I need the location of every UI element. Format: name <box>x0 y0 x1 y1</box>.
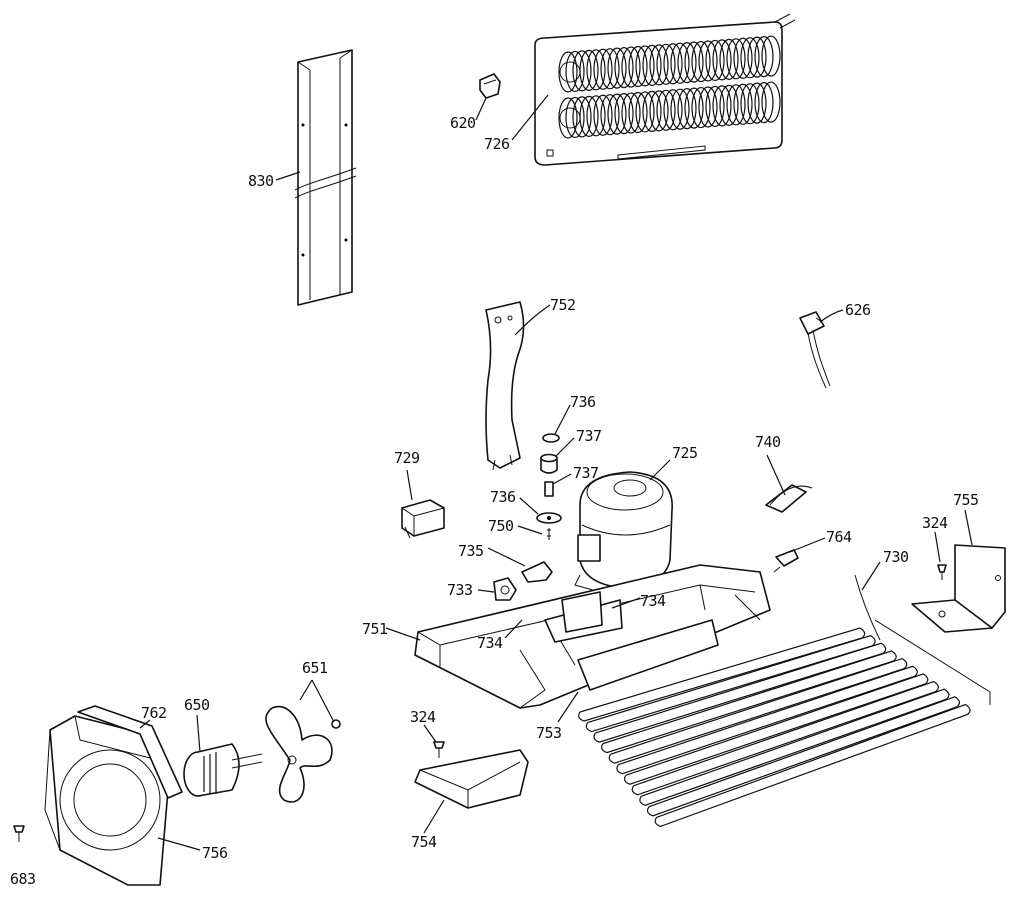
label-740: 740 <box>755 433 781 451</box>
part-726-condenser <box>534 13 796 166</box>
part-740-clip <box>765 484 813 513</box>
label-737-bottom: 737 <box>573 464 599 482</box>
part-764 <box>773 549 799 573</box>
label-729: 729 <box>394 449 420 467</box>
label-734-right: 734 <box>640 592 666 610</box>
part-752-bracket <box>485 301 525 471</box>
part-grommet-stack <box>536 433 562 540</box>
part-729-relay <box>401 499 445 539</box>
leader-lines <box>139 94 973 851</box>
label-324-top: 324 <box>922 514 948 532</box>
part-755-bracket <box>911 544 1006 633</box>
label-620: 620 <box>450 114 476 132</box>
part-683-screw <box>13 825 25 842</box>
part-754-tray <box>414 749 529 809</box>
label-726: 726 <box>484 135 510 153</box>
label-734-left: 734 <box>477 634 503 652</box>
label-752: 752 <box>550 296 576 314</box>
part-756-shroud <box>44 715 169 886</box>
label-730: 730 <box>883 548 909 566</box>
label-736-bottom: 736 <box>490 488 516 506</box>
part-735 <box>521 561 553 583</box>
part-730-evaporator <box>578 574 991 828</box>
label-735: 735 <box>458 542 484 560</box>
label-753: 753 <box>536 724 562 742</box>
part-753-bar <box>577 619 719 691</box>
label-725: 725 <box>672 444 698 462</box>
part-650-motor <box>183 743 263 797</box>
label-762: 762 <box>141 704 167 722</box>
part-324-screw <box>433 741 445 758</box>
part-651-fan-blade <box>265 705 341 803</box>
label-737-top: 737 <box>576 427 602 445</box>
label-626: 626 <box>845 301 871 319</box>
label-650: 650 <box>184 696 210 714</box>
part-762-strip <box>77 705 183 799</box>
part-725-compressor <box>574 471 673 593</box>
label-683: 683 <box>10 870 36 888</box>
label-324-bottom: 324 <box>410 708 436 726</box>
label-830: 830 <box>248 172 274 190</box>
label-756: 756 <box>202 844 228 862</box>
part-830-channel <box>294 49 357 306</box>
label-755: 755 <box>953 491 979 509</box>
label-764: 764 <box>826 528 852 546</box>
part-626-cord <box>799 311 831 389</box>
label-736-top: 736 <box>570 393 596 411</box>
part-733 <box>493 577 517 601</box>
part-620-clip <box>479 73 501 99</box>
label-651: 651 <box>302 659 328 677</box>
label-733: 733 <box>447 581 473 599</box>
label-751: 751 <box>362 620 388 638</box>
label-750: 750 <box>488 517 514 535</box>
part-labels: 830 620 726 752 626 736 737 725 737 740 … <box>10 114 979 888</box>
label-754: 754 <box>411 833 437 851</box>
